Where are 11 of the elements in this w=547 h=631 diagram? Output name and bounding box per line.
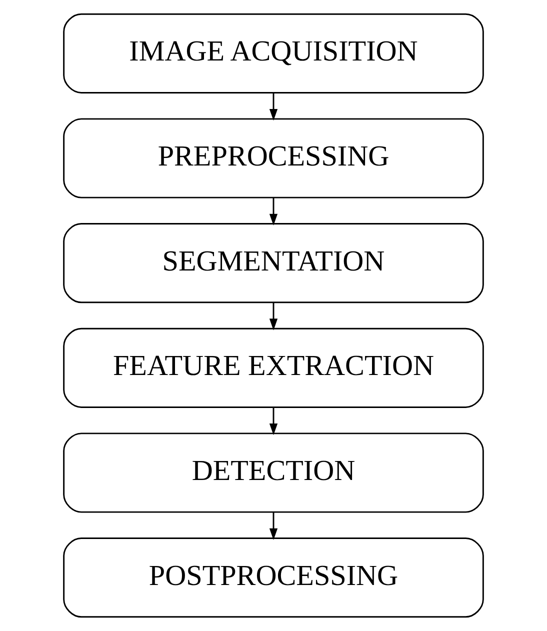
arrow (269, 198, 278, 226)
arrow (269, 302, 278, 330)
arrow (269, 92, 278, 121)
node-box: SEGMENTATION (63, 223, 484, 304)
node-box: PREPROCESSING (63, 118, 484, 198)
node-box: FEATURE EXTRACTION (63, 328, 484, 408)
node-box: POSTPROCESSING (63, 538, 484, 618)
node-box: DETECTION (63, 432, 484, 513)
arrow (269, 407, 278, 436)
arrow (269, 512, 278, 540)
node-box: IMAGE ACQUISITION (63, 13, 484, 94)
